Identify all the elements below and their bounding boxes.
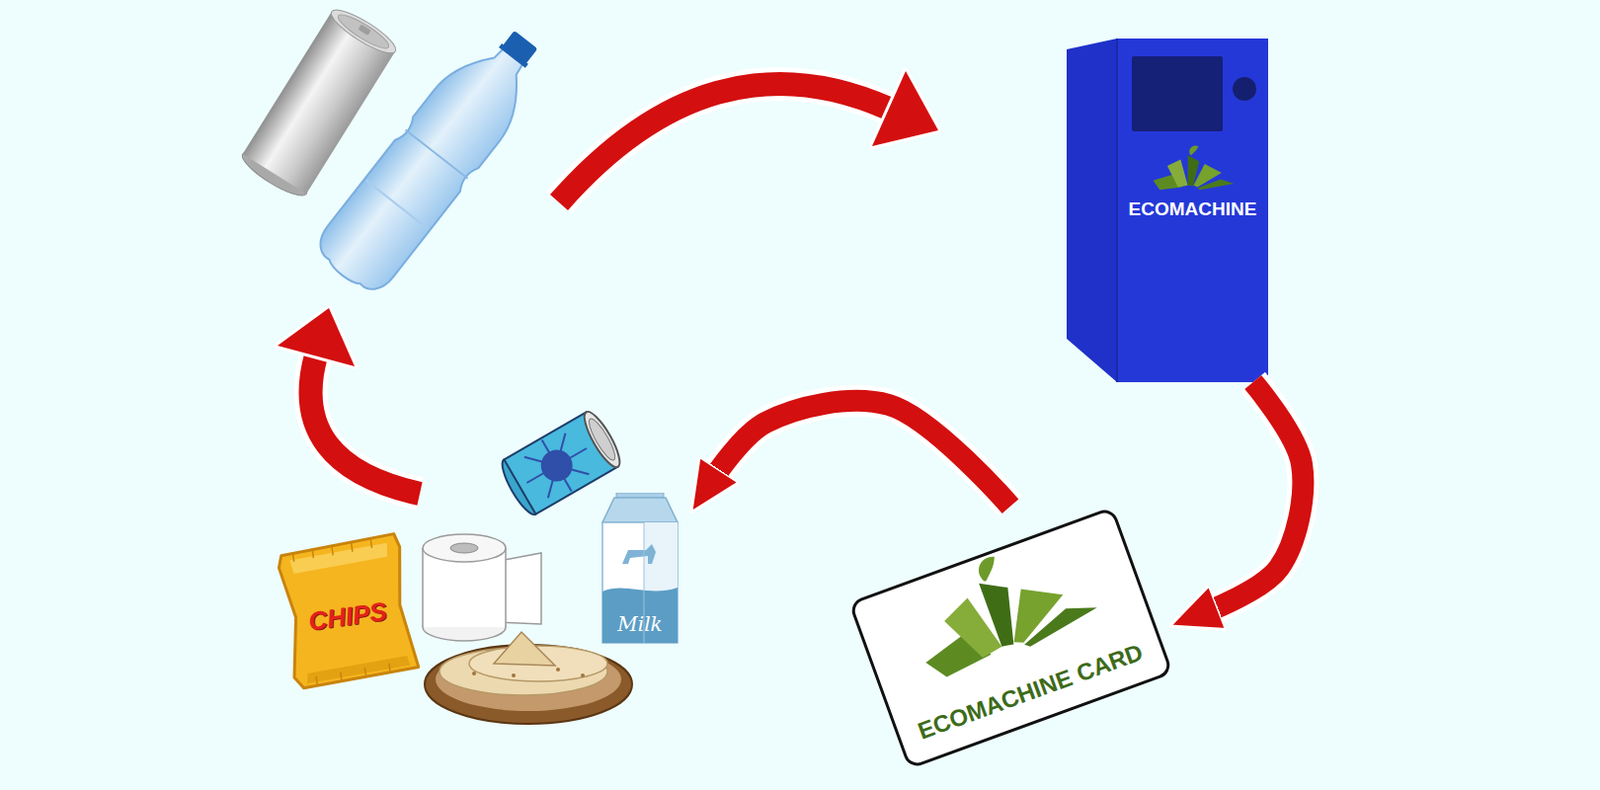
plastic-bottle-part (405, 129, 469, 178)
toilet-roll (422, 534, 542, 641)
chips-bag-part-part (312, 548, 314, 559)
chips-bag-part-part (316, 676, 318, 687)
card-logo-part-part (974, 555, 1002, 582)
connector-outline (1208, 382, 1304, 612)
flatbread-plate-part (472, 671, 477, 676)
drink-can-part (511, 422, 602, 509)
toilet-roll-part (450, 543, 479, 554)
machine-node: ECOMACHINE (1117, 38, 1269, 383)
cycle-arrow-part (277, 308, 355, 367)
chips-bag-part-part (331, 545, 333, 556)
card-logo-part-part (1017, 598, 1102, 649)
aluminium-can-part (326, 2, 401, 60)
chips-bag-part (292, 538, 392, 688)
cycle-arrow-part (559, 83, 889, 203)
cycle-arrow-part (311, 355, 420, 494)
drink-can-part (584, 415, 619, 464)
recycling-machine-part (1066, 38, 1118, 383)
flatbread-plate-part (511, 673, 516, 678)
card-node: ECOMACHINE CARD (847, 506, 1173, 771)
flow-arrow (1208, 382, 1304, 612)
chips-bag-part-part (389, 663, 391, 674)
recycling-machine-part (1153, 145, 1235, 190)
machine-label: ECOMACHINE (1128, 198, 1258, 222)
aluminium-can-part (357, 23, 371, 35)
recycling-machine-part-part (1198, 178, 1235, 190)
drink-can-part (578, 407, 627, 472)
toilet-roll-part (504, 548, 507, 628)
plastic-bottle-part (498, 43, 529, 69)
cycle-arrow-part (872, 71, 939, 147)
cycle-arrow (559, 71, 939, 203)
milk-carton-part (602, 497, 678, 523)
cycle-arrow-part (559, 83, 889, 203)
chips-bag-part (289, 543, 391, 575)
card-logo (851, 510, 1170, 767)
flow-arrow (714, 400, 1011, 507)
plastic-bottle (309, 13, 559, 301)
recycling-machine-part (1117, 38, 1269, 383)
flatbread-plate (424, 632, 633, 724)
chips-bag-part-part (340, 671, 342, 682)
drink-can-part (535, 444, 579, 488)
recycling-machine-part-part (1167, 160, 1189, 188)
product-node: CHIPS (267, 524, 426, 696)
cycle-arrow-part (311, 355, 420, 494)
chips-bag-part-part (364, 667, 366, 678)
flatbread-plate-part (493, 632, 556, 666)
flatbread-plate-part (556, 667, 560, 672)
toilet-roll-part (422, 534, 506, 562)
recycling-machine-part (1116, 38, 1119, 383)
plastic-bottle-part (366, 180, 429, 230)
flatbread-plate-part (580, 673, 585, 678)
chips-bag-part-part (292, 552, 294, 562)
chips-bag-part-part (350, 542, 352, 553)
toilet-roll-part (421, 548, 424, 628)
product-node: Milk (594, 492, 686, 646)
flow-connector (1208, 382, 1304, 612)
milk-carton-part (622, 544, 656, 564)
drink-can (496, 407, 627, 519)
recycling-machine-part (1232, 77, 1257, 101)
cycle-arrow (277, 308, 420, 494)
card-logo-part (898, 528, 1102, 683)
milk-carton-part (602, 522, 678, 643)
recycling-machine-part (1131, 56, 1223, 132)
chips-bag-part (276, 533, 420, 690)
recycling-machine-part-part (1189, 145, 1199, 156)
milk-carton-part (602, 587, 678, 643)
aluminium-can-part (334, 9, 393, 54)
product-label: Milk (617, 612, 662, 637)
plastic-bottle-part (309, 27, 549, 302)
recycling-machine (1066, 38, 1269, 383)
flow-connector (714, 400, 1011, 507)
chips-bag-part (305, 655, 411, 685)
connector-outline (714, 400, 1011, 507)
chips-bag-part-part (370, 538, 372, 549)
